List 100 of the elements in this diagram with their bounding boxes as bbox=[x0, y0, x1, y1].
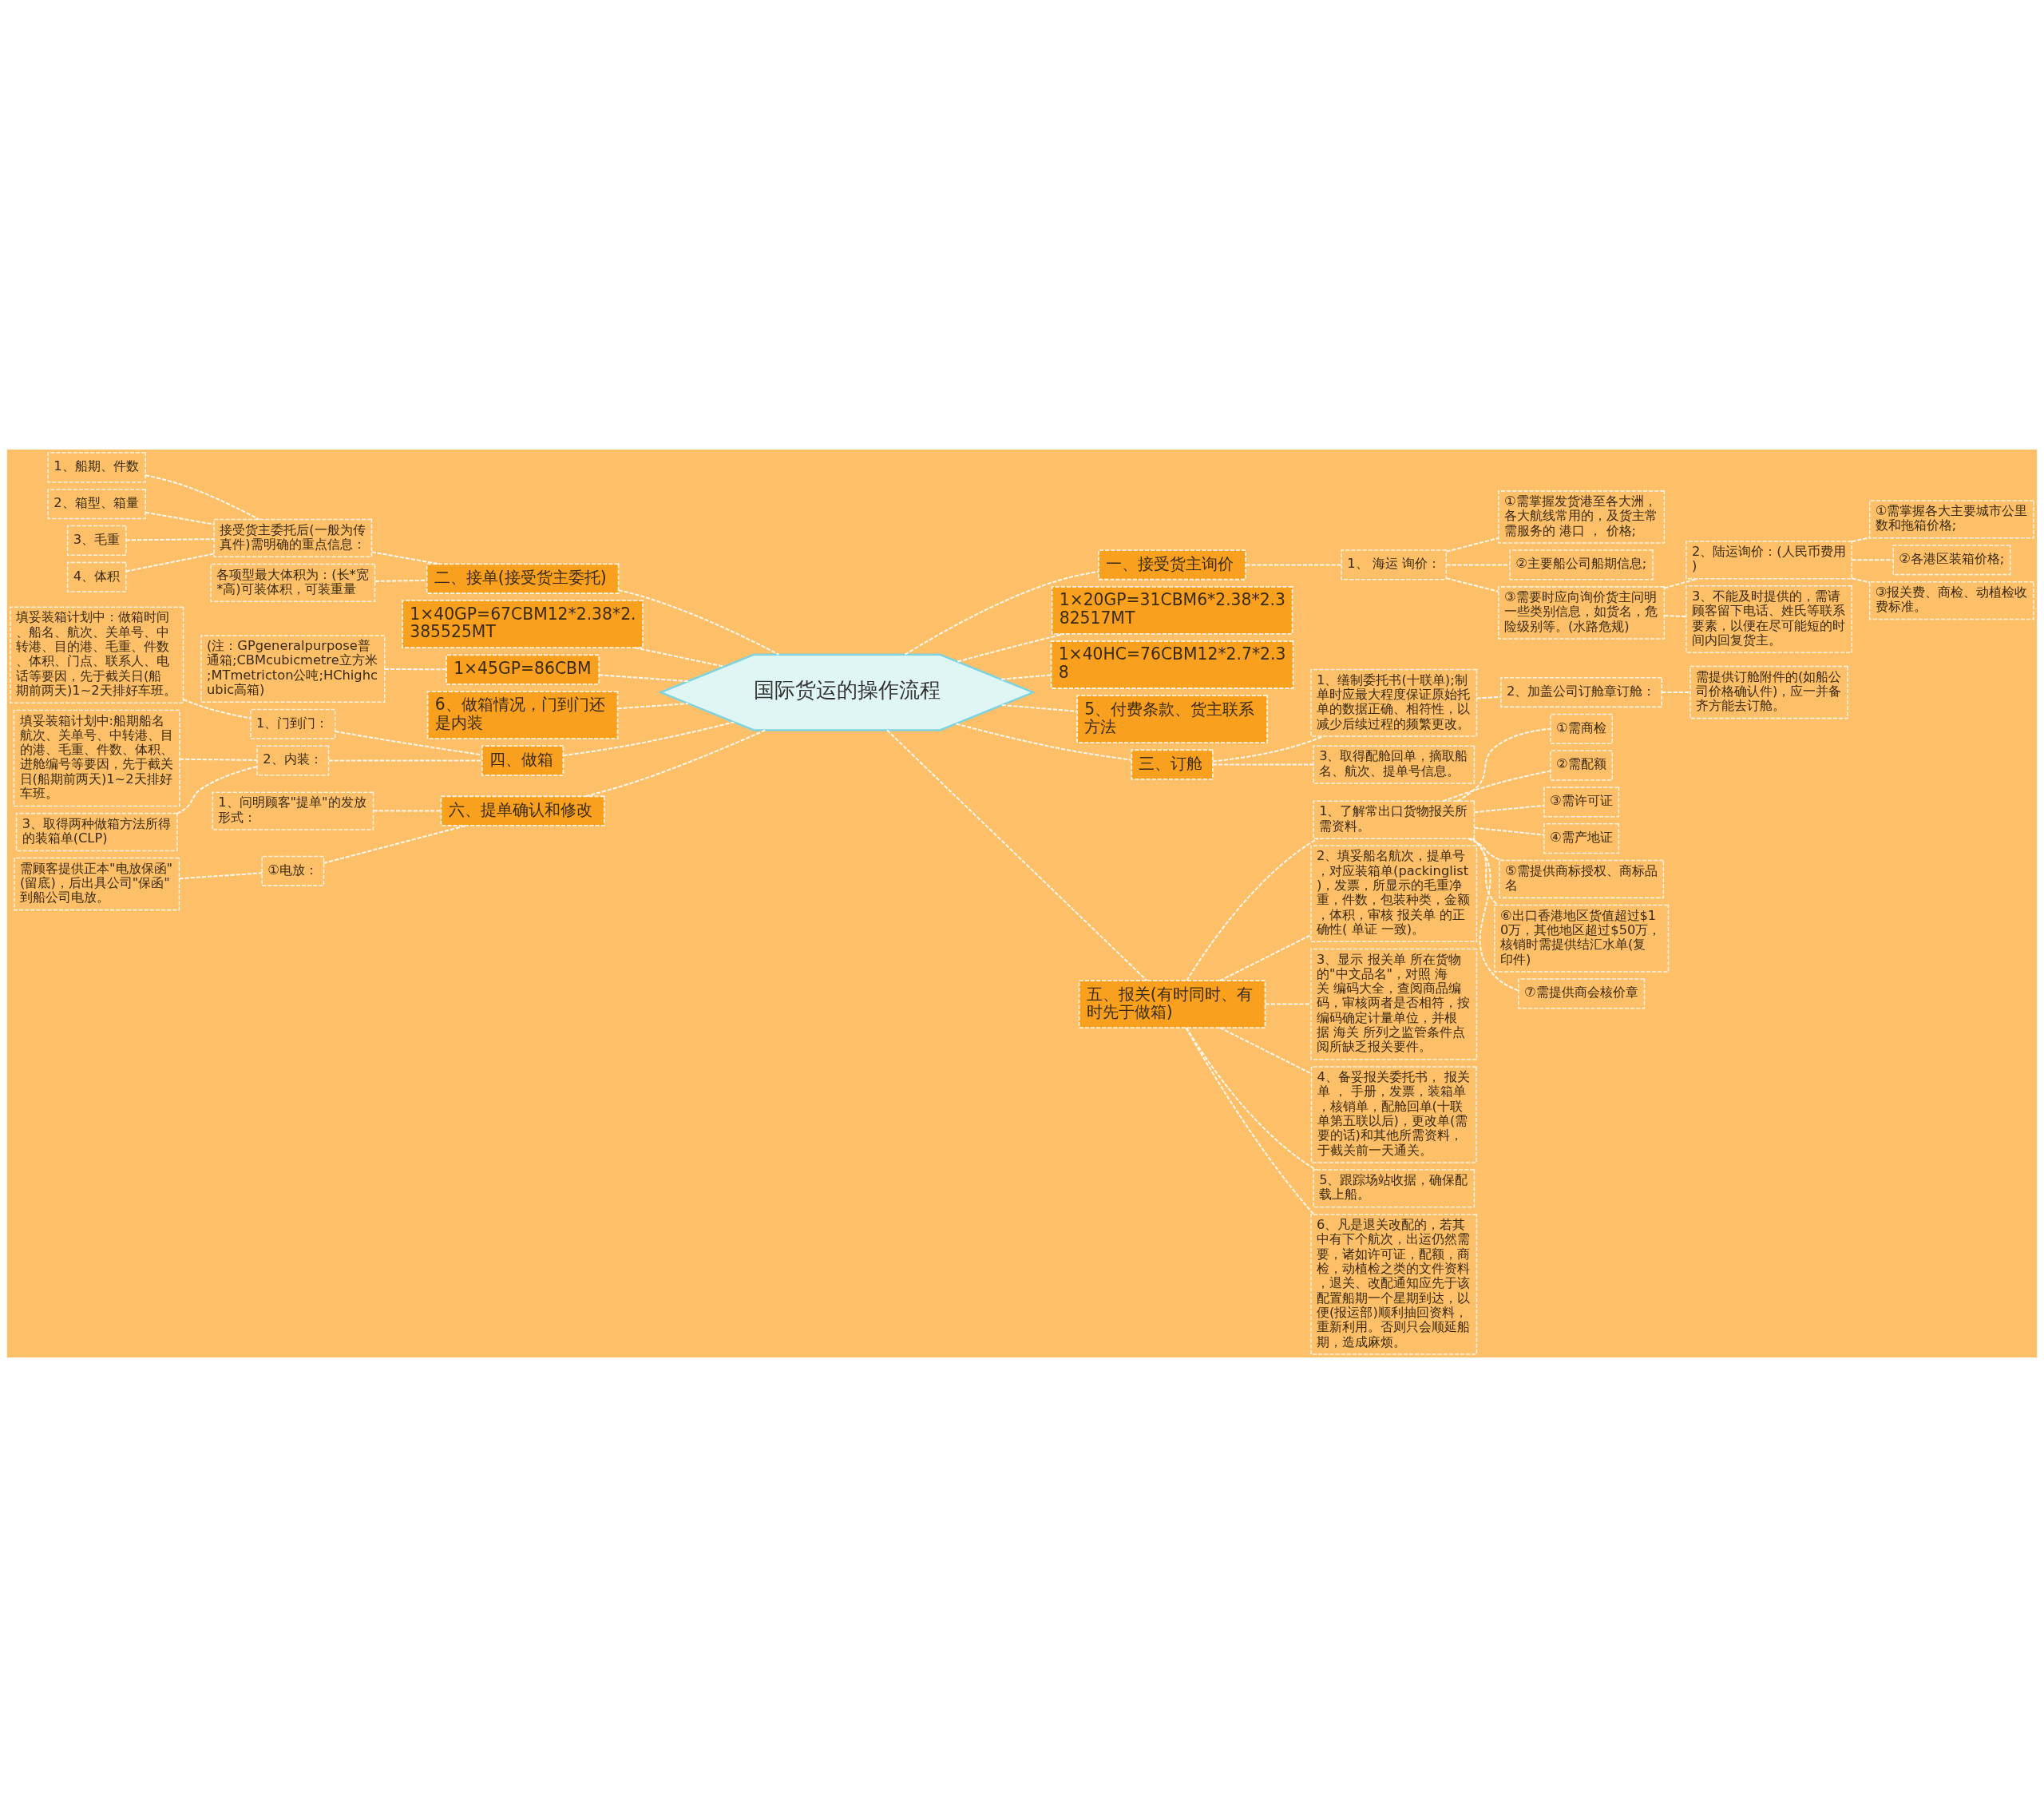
connector bbox=[1001, 674, 1052, 680]
connector bbox=[1468, 838, 1502, 862]
node-box: 3、取得两种做箱方法所得的装箱单(CLP) bbox=[15, 812, 178, 852]
node-box: ③需许可证 bbox=[1543, 787, 1620, 818]
node-box: ①需掌握各大主要城市公里数和拖箱价格; bbox=[1868, 500, 2034, 539]
node-box: 填妥装箱计划中:船期船名航次、关单号、中转港、目的港、毛重、件数、体积、进舱编号等要因，先于截关日(船期前两天)1~2天排好车班。 bbox=[13, 709, 180, 807]
node-box: 六、提单确认和修改 bbox=[440, 795, 605, 826]
node-box: 三、订舱 bbox=[1131, 749, 1214, 780]
node-box: 5、付费条款、货主联系方法 bbox=[1076, 695, 1268, 744]
connector bbox=[1472, 838, 1499, 906]
connector bbox=[1246, 564, 1341, 566]
node-box: 1、了解常出口货物报关所需资料。 bbox=[1313, 800, 1476, 839]
node-box: 2、内装： bbox=[256, 745, 330, 776]
node-box: 五、报关(有时同时、有时先于做箱) bbox=[1078, 980, 1266, 1028]
node-box: 1×40GP=67CBM12*2.38*2.385525MT bbox=[402, 600, 644, 649]
connector bbox=[563, 721, 735, 757]
node-box: ③需要时应向询价货主问明一些类别信息，如货名，危险级别等。(水路危规) bbox=[1498, 586, 1666, 640]
node-box: ⑦需提供商会核价章 bbox=[1518, 978, 1646, 1009]
connector bbox=[125, 553, 215, 573]
node-box: 4、体积 bbox=[66, 561, 127, 592]
connector bbox=[1852, 577, 1870, 584]
connector bbox=[957, 632, 1065, 663]
connector bbox=[1186, 838, 1319, 981]
connector bbox=[904, 570, 1099, 656]
connector bbox=[1219, 1027, 1312, 1075]
node-box: ②需配额 bbox=[1550, 750, 1614, 781]
connector bbox=[145, 474, 259, 521]
node-box: 1×20GP=31CBM6*2.38*2.382517MT bbox=[1051, 585, 1293, 635]
node-box: 1、缮制委托书(十联单);制单时应最大程度保证原始托单的数据正确、相符性，以减少后续过程的频繁更改。 bbox=[1310, 668, 1478, 737]
connector bbox=[1446, 537, 1499, 553]
node-box: 1、 海运 询价： bbox=[1341, 549, 1448, 581]
connector bbox=[635, 647, 725, 668]
connector bbox=[183, 699, 251, 719]
connector bbox=[1662, 691, 1690, 694]
connector bbox=[1664, 577, 1698, 589]
node-box: 接受货主委托后(一般为传真件)需明确的重点信息： bbox=[213, 518, 373, 557]
connector bbox=[1456, 727, 1551, 802]
connector bbox=[1474, 826, 1544, 836]
node-box: 2、加盖公司订舱章订舱： bbox=[1500, 677, 1663, 708]
node-box: 各项型最大体积为：(长*宽*高)可装体积，可装重量 bbox=[210, 563, 376, 602]
node-box: ①需商检 bbox=[1550, 713, 1614, 744]
connector bbox=[385, 668, 446, 671]
node-box: 需顾客提供正本"电放保函"(留底)，后出具公司"保函"到船公司电放。 bbox=[14, 857, 180, 911]
connector bbox=[176, 766, 258, 814]
connector bbox=[1185, 1027, 1315, 1215]
connector bbox=[371, 551, 440, 565]
connector bbox=[1213, 763, 1313, 766]
node-box: 需提供订舱附件的(如船公司价格确认件)，应一并备齐方能去订舱。 bbox=[1689, 665, 1848, 719]
node-box: ⑤需提供商标授权、商标品名 bbox=[1499, 859, 1665, 899]
node-box: ①需掌握发货港至各大洲，各大航线常用的，及货主常需服务的 港口 ， 价格; bbox=[1498, 490, 1666, 544]
node-box: ④需产地证 bbox=[1543, 823, 1620, 854]
node-box: 3、不能及时提供的，需请顾客留下电话、姓氏等联系要素，以便在尽可能短的时间内回复货主。 bbox=[1686, 585, 1853, 653]
connector bbox=[617, 703, 688, 710]
node-box: 填妥装箱计划中：做箱时间、船名、航次、关单号、中转港、目的港、毛重、件数、体积、门点、联系人、电话等要因，先于截关日(船期前两天)1~2天排好车班。 bbox=[10, 606, 184, 704]
connector bbox=[1472, 838, 1519, 992]
connector bbox=[618, 589, 779, 656]
connector bbox=[373, 810, 442, 812]
connector bbox=[335, 730, 482, 756]
node-box: ②各港区装箱价格; bbox=[1892, 545, 2011, 576]
connector bbox=[145, 511, 215, 525]
connector bbox=[1476, 695, 1501, 699]
node-box: 1×40HC=76CBM12*2.7*2.38 bbox=[1050, 640, 1294, 689]
node-box: 1、问明顾客"提单"的发放形式： bbox=[212, 791, 374, 830]
node-box: 3、取得配舱回单，摘取船名、航次、提单号信息。 bbox=[1313, 745, 1476, 784]
connector bbox=[1001, 704, 1078, 712]
connector bbox=[599, 674, 688, 683]
connector bbox=[323, 824, 467, 864]
node-box: 一、接受货主询价 bbox=[1098, 549, 1247, 581]
node-box: 四、做箱 bbox=[481, 745, 564, 776]
connector bbox=[1852, 559, 1894, 561]
connector bbox=[180, 758, 257, 761]
node-box: 2、陆运询价：(人民币费用) bbox=[1686, 541, 1853, 580]
connector bbox=[1219, 934, 1312, 981]
connector bbox=[1446, 564, 1510, 566]
connector bbox=[1265, 1003, 1311, 1005]
connector bbox=[1212, 735, 1324, 763]
connector bbox=[179, 872, 263, 880]
node-box: ③报关费、商检、动植检收费标准。 bbox=[1868, 581, 2034, 620]
node-box: 6、凡是退关改配的，若其中有下个航次，出运仍然需要，诸如许可证，配额，商检，动植检之类的文件资料，退关、改配通知应先于该配置船期一个星期到达，以便(报运部)顺利抽回资料，重新利用。否则只会顺延船期，造成麻烦。 bbox=[1310, 1214, 1478, 1355]
node-box: 2、填妥船名航次，提单号，对应装箱单(packinglist)，发票，所显示的毛重净重，件数，包装种类，金额，体积，审核 报关单 的正确性( 单证 一致)。 bbox=[1310, 845, 1478, 943]
node-box: ⑥出口香港地区货值超过$10万，其他地区超过$50万，核销时需提供结汇水单(复印件) bbox=[1494, 904, 1670, 973]
node-box: 2、箱型、箱量 bbox=[47, 489, 146, 520]
node-box: 5、跟踪场站收据，确保配载上船。 bbox=[1313, 1169, 1476, 1208]
connector bbox=[328, 759, 482, 762]
connector bbox=[1442, 770, 1551, 802]
node-box: 1×45GP=86CBM bbox=[446, 654, 600, 685]
connector bbox=[1474, 804, 1544, 814]
connector bbox=[956, 723, 1132, 761]
node-box: 二、接单(接受货主委托) bbox=[426, 563, 620, 594]
node-box: (注：GPgeneralpurpose普通箱;CBMcubicmetre立方米;MTmetricton公吨;HChighcubic高箱) bbox=[200, 635, 386, 703]
connector bbox=[1852, 537, 1870, 543]
node-box: 4、备妥报关委托书， 报关单 ， 手册，发票，装箱单，核销单，配舱回单(十联单第五联以后)，更改单(需要的话)和其他所需资料，于截关前一天通关。 bbox=[1310, 1066, 1477, 1163]
node-box: 3、显示 报关单 所在货物的"中文品名"，对照 海关 编码大全，查阅商品编码，审核两者是否相符，按编码确定计量单位，并根据 海关 所列之监管条件点阅所缺乏报关要件。 bbox=[1310, 948, 1478, 1060]
connector bbox=[1446, 577, 1499, 592]
node-box: 1、门到门： bbox=[250, 708, 336, 739]
connector bbox=[886, 729, 1148, 981]
connector bbox=[374, 579, 427, 582]
node-box: 3、毛重 bbox=[66, 525, 127, 556]
connector bbox=[1186, 1027, 1317, 1171]
node-box: 1、船期、件数 bbox=[47, 452, 146, 483]
